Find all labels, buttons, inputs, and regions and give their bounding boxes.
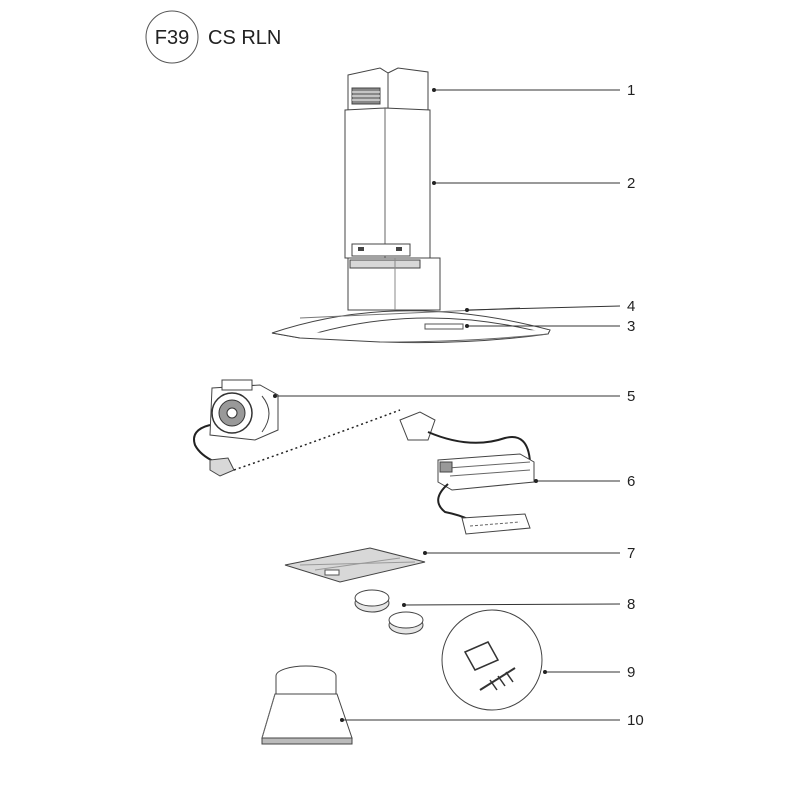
grease-filter-drawing <box>284 547 426 583</box>
part-number-6: 6 <box>627 473 635 490</box>
part-number-2: 2 <box>627 175 635 192</box>
leaders: 1 2 4 3 5 6 7 8 9 10 <box>273 82 644 729</box>
part-number-4: 4 <box>627 298 635 315</box>
part-number-8: 8 <box>627 596 635 613</box>
part-number-10: 10 <box>627 712 644 729</box>
duct-adapter-drawing <box>261 665 353 745</box>
model-name: CS RLN <box>208 27 281 49</box>
part-number-1: 1 <box>627 82 635 99</box>
model-code: F39 <box>155 27 189 49</box>
part-number-7: 7 <box>627 545 635 562</box>
part-number-9: 9 <box>627 664 635 681</box>
model-code-circle <box>145 10 199 64</box>
chimney-upper-drawing <box>347 67 429 113</box>
carbon-filters-drawing <box>354 589 424 635</box>
model-header: F39 CS RLN <box>145 10 281 64</box>
motor-blower-drawing <box>193 379 401 477</box>
fitting-kit-drawing <box>441 609 543 711</box>
part-number-3: 3 <box>627 318 635 335</box>
control-electronics-drawing <box>399 411 535 535</box>
chimney-lower-drawing <box>344 107 431 259</box>
glass-canopy-drawing <box>271 307 551 344</box>
part-number-5: 5 <box>627 388 635 405</box>
hood-body-drawing <box>347 243 441 311</box>
